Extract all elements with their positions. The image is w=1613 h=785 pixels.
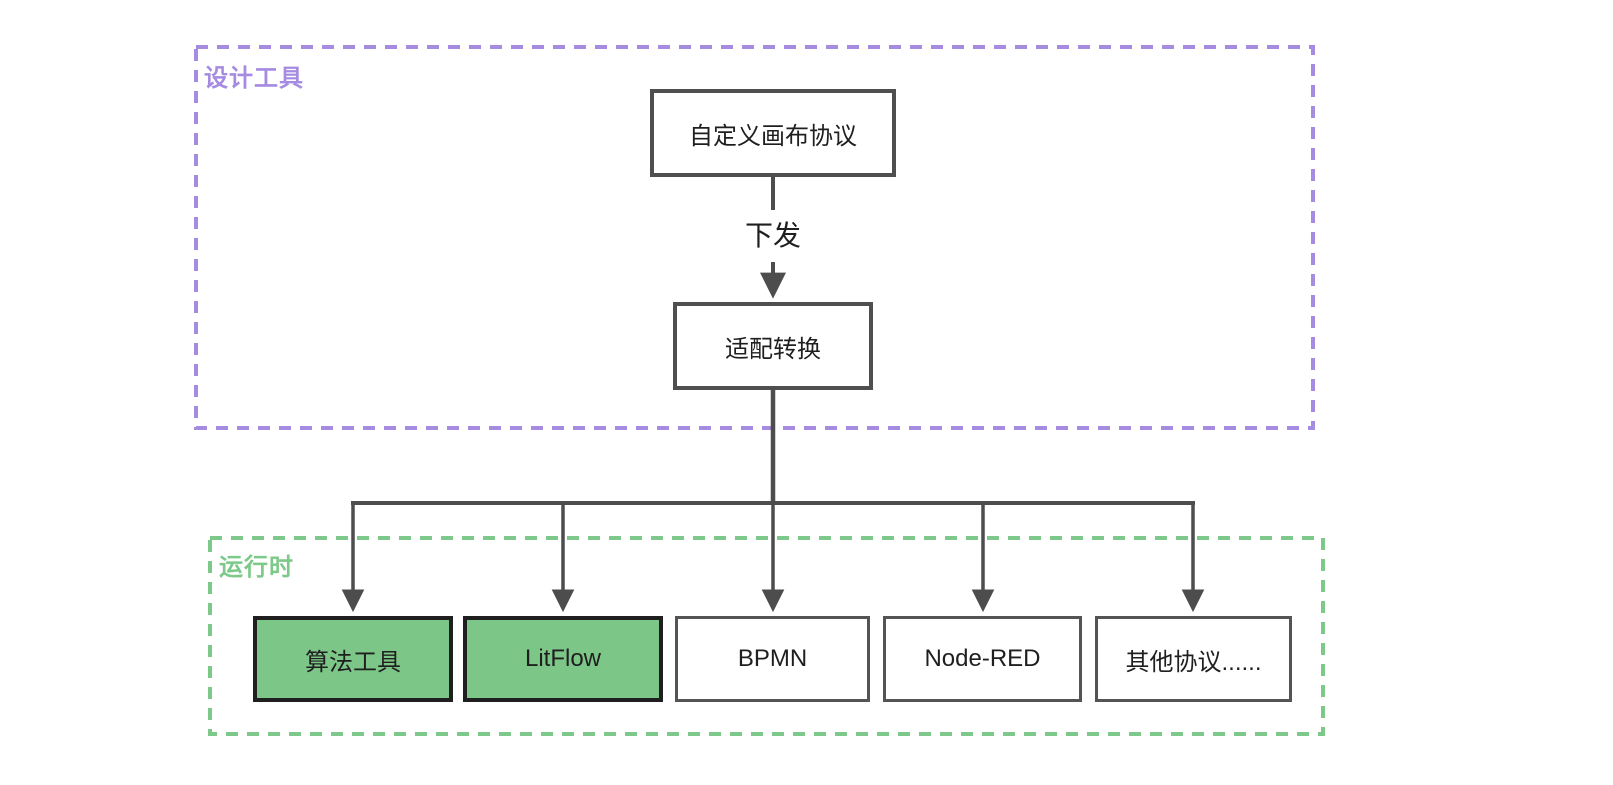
node-adapter-label: 适配转换 xyxy=(725,335,821,363)
node-node-red-label: Node-RED xyxy=(924,645,1041,672)
edge-dispatch-label: 下发 xyxy=(713,214,833,254)
node-other-protocols: 其他协议...... xyxy=(1095,616,1292,702)
design-tools-group-label: 设计工具 xyxy=(204,65,304,92)
node-litflow: LitFlow xyxy=(463,616,663,702)
node-bpmn-label: BPMN xyxy=(737,645,808,672)
node-canvas-protocol: 自定义画布协议 xyxy=(650,89,896,177)
node-adapter: 适配转换 xyxy=(673,302,873,390)
node-canvas-protocol-label: 自定义画布协议 xyxy=(689,122,857,150)
node-node-red: Node-RED xyxy=(883,616,1082,702)
node-litflow-label: LitFlow xyxy=(524,645,602,672)
node-other-protocols-label: 其他协议...... xyxy=(1125,648,1262,676)
node-bpmn: BPMN xyxy=(675,616,870,702)
node-algorithm-tool-label: 算法工具 xyxy=(305,648,401,676)
runtime-group-label: 运行时 xyxy=(219,554,294,581)
node-algorithm-tool: 算法工具 xyxy=(253,616,453,702)
